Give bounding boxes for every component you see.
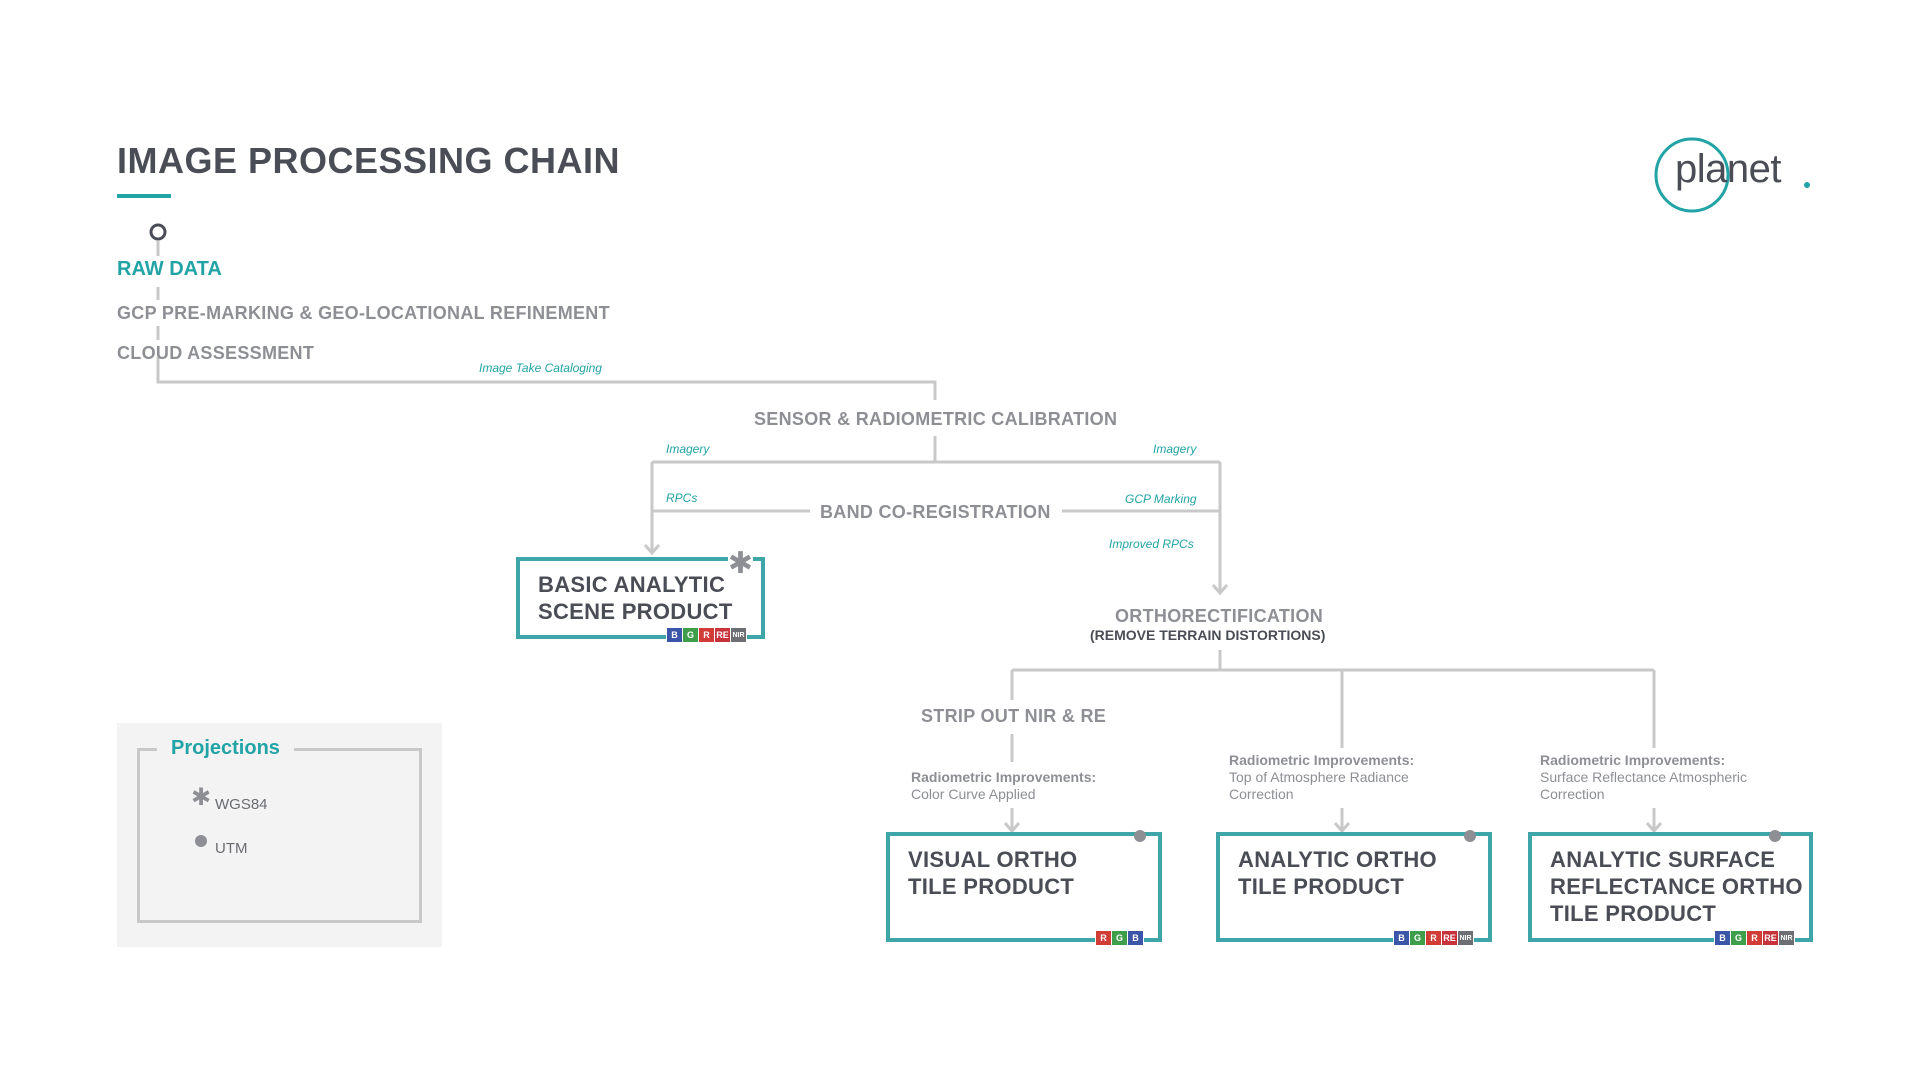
product-surface-line2: REFLECTANCE ORTHO [1550,874,1803,899]
legend-title: Projections [157,737,294,760]
utm-dot-icon [1134,830,1146,842]
step-strip-nir-re: STRIP OUT NIR & RE [921,706,1107,726]
page-title: IMAGE PROCESSING CHAIN [117,140,621,181]
band-badge-nir: NIR [1458,931,1473,945]
wgs84-star-icon: ✱ [727,547,753,580]
logo-text: planet [1675,147,1781,191]
note-analytic-head: Radiometric Improvements: [1229,752,1415,768]
product-surface-line3: TILE PRODUCT [1550,901,1717,926]
step-orthorectification: ORTHORECTIFICATION [1115,606,1324,626]
note-analytic-line1: Top of Atmosphere Radiance [1229,769,1409,785]
band-badge-g: G [1731,931,1746,945]
edge-label-gcp-marking: GCP Marking [1125,492,1197,506]
band-badge-r: R [699,628,714,642]
step-gcp-pre-marking: GCP PRE-MARKING & GEO-LOCATIONAL REFINEM… [117,303,610,323]
legend-wgs84: WGS84 [215,796,268,813]
note-analytic: Radiometric Improvements: Top of Atmosph… [1229,752,1414,803]
note-surface-head: Radiometric Improvements: [1540,752,1726,768]
step-band-co-registration: BAND CO-REGISTRATION [820,502,1051,522]
step-orthorectification-subtitle: (REMOVE TERRAIN DISTORTIONS) [1090,627,1326,643]
band-badge-re: RE [1442,931,1457,945]
product-basic-line1: BASIC ANALYTIC [538,572,726,597]
note-surface-line1: Surface Reflectance Atmospheric [1540,769,1747,785]
band-badge-r: R [1747,931,1762,945]
band-badge-g: G [1112,931,1127,945]
edge-label-improved-rpcs: Improved RPCs [1109,537,1194,551]
band-badge-re: RE [1763,931,1778,945]
band-badge-g: G [1410,931,1425,945]
title-underline [117,194,171,198]
note-surface-line2: Correction [1540,786,1605,802]
band-badge-r: R [1096,931,1111,945]
edge-label-catalog: Image Take Cataloging [479,361,602,375]
band-badge-re: RE [715,628,730,642]
band-badge-g: G [683,628,698,642]
product-basic-label: BASIC ANALYTIC SCENE PRODUCT [538,571,733,625]
utm-dot-icon [1464,830,1476,842]
legend-utm: UTM [215,840,248,857]
product-analytic-line2: TILE PRODUCT [1238,874,1405,899]
wgs84-star-icon: ✱ [191,784,212,811]
note-visual-head: Radiometric Improvements: [911,769,1097,785]
band-badge-b: B [1715,931,1730,945]
product-analytic-label: ANALYTIC ORTHO TILE PRODUCT [1238,846,1437,900]
logo-ring-icon [1654,137,1810,213]
edge-label-imagery-left: Imagery [666,442,710,456]
product-visual-line2: TILE PRODUCT [908,874,1075,899]
product-visual-line1: VISUAL ORTHO [908,847,1078,872]
note-visual: Radiometric Improvements: Color Curve Ap… [911,769,1096,803]
note-surface: Radiometric Improvements: Surface Reflec… [1540,752,1747,803]
edge-label-imagery-right: Imagery [1153,442,1197,456]
step-sensor-calibration: SENSOR & RADIOMETRIC CALIBRATION [754,409,1118,429]
product-surface-label: ANALYTIC SURFACE REFLECTANCE ORTHO TILE … [1550,846,1803,927]
product-analytic-line1: ANALYTIC ORTHO [1238,847,1437,872]
legend-frame [137,748,422,923]
band-badge-b: B [667,628,682,642]
product-visual-label: VISUAL ORTHO TILE PRODUCT [908,846,1077,900]
projections-legend: Projections ✱ WGS84 UTM [117,723,442,947]
band-badge-nir: NIR [1779,931,1794,945]
utm-dot-icon [195,835,207,847]
note-visual-line1: Color Curve Applied [911,786,1036,802]
band-badge-nir: NIR [731,628,746,642]
step-cloud-assessment: CLOUD ASSESSMENT [117,343,315,363]
planet-logo: planet [1650,137,1820,217]
note-analytic-line2: Correction [1229,786,1294,802]
start-node-icon [149,223,167,241]
product-surface-line1: ANALYTIC SURFACE [1550,847,1776,872]
product-basic-line2: SCENE PRODUCT [538,599,733,624]
edge-label-rpcs: RPCs [666,491,698,505]
band-badge-r: R [1426,931,1441,945]
band-badge-b: B [1394,931,1409,945]
step-raw-data: RAW DATA [117,258,222,280]
product-analytic-surface-reflectance-tile[interactable]: ANALYTIC SURFACE REFLECTANCE ORTHO TILE … [1528,830,1813,945]
band-badge-b: B [1128,931,1143,945]
utm-dot-icon [1769,830,1781,842]
